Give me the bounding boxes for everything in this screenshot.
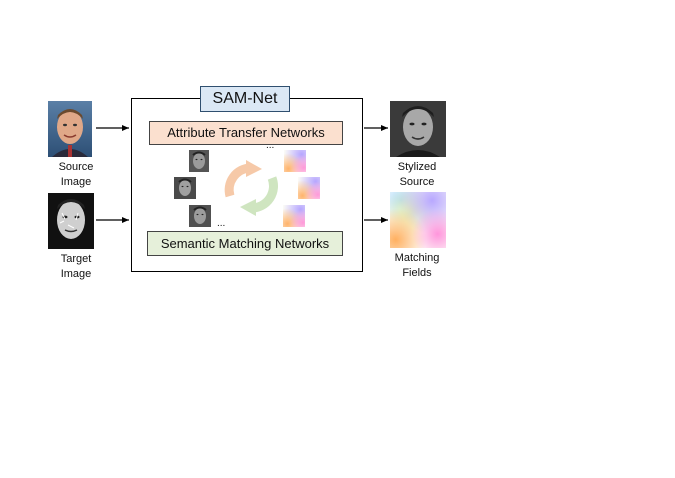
intermediate-face-1	[189, 150, 209, 172]
cycle-arrows-icon	[224, 160, 278, 216]
source-image-photo	[48, 101, 92, 157]
intermediate-field-2	[298, 177, 320, 199]
faces-ellipsis: ...	[217, 218, 226, 229]
intermediate-field-1	[284, 150, 306, 172]
semantic-matching-networks: Semantic Matching Networks	[147, 231, 343, 256]
attribute-transfer-networks: Attribute Transfer Networks	[149, 121, 343, 145]
sam-net-title: SAM-Net	[200, 86, 290, 112]
intermediate-face-2	[174, 177, 196, 199]
stylized-source-photo	[390, 101, 446, 157]
intermediate-face-3	[189, 205, 211, 227]
target-image-photo	[48, 193, 94, 249]
fields-ellipsis-top: ...	[266, 140, 275, 151]
intermediate-field-3	[283, 205, 305, 227]
matching-fields-photo	[390, 192, 446, 248]
